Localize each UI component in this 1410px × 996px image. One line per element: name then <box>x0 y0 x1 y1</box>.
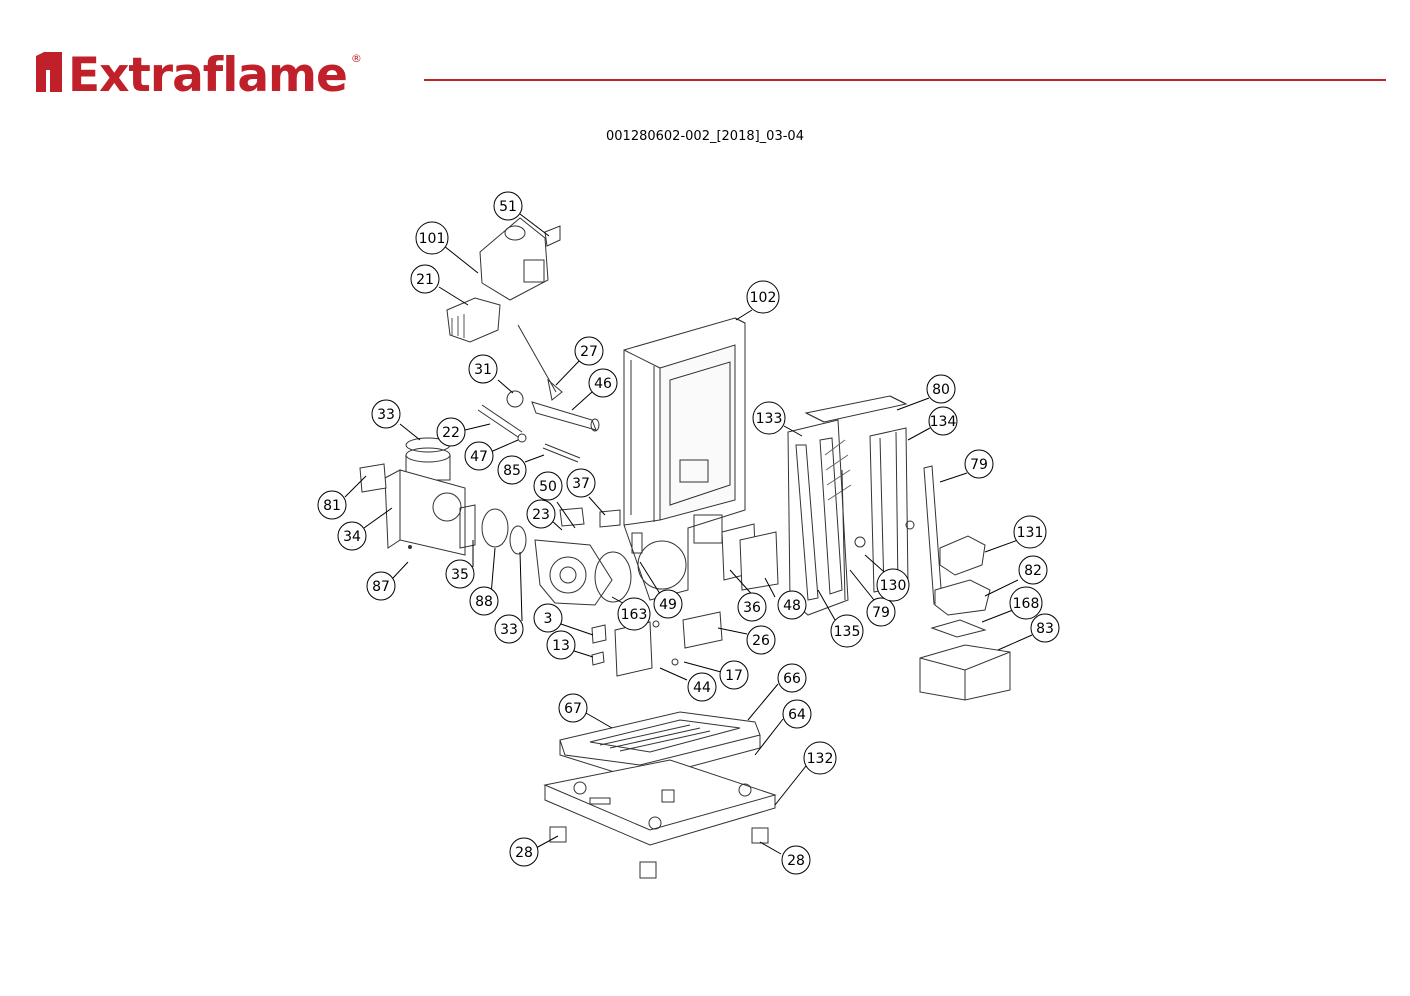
callout-133: 133 <box>756 411 783 427</box>
callout-37: 37 <box>572 476 590 492</box>
callout-79-bottom: 79 <box>872 605 890 621</box>
callout-168: 168 <box>1013 596 1040 612</box>
extraflame-logo: Extraflame ® <box>34 50 362 102</box>
callout-102: 102 <box>750 290 777 306</box>
inspection-panels-part <box>721 523 779 591</box>
callout-34: 34 <box>343 529 361 545</box>
callout-82: 82 <box>1024 563 1042 579</box>
callout-88: 88 <box>475 594 493 610</box>
callout-163: 163 <box>621 607 648 623</box>
callout-134: 134 <box>930 414 957 430</box>
registered-mark: ® <box>350 52 362 65</box>
callout-23: 23 <box>532 507 550 523</box>
callout-130: 130 <box>880 578 907 594</box>
ash-drawer-part <box>919 535 1011 701</box>
feeder-motor-part <box>446 217 561 343</box>
feet-part <box>549 789 769 879</box>
electronics-part <box>591 611 723 677</box>
combustion-fan-part <box>534 507 632 606</box>
callout-50: 50 <box>539 479 557 495</box>
parts-drawing <box>359 217 1011 879</box>
callout-48: 48 <box>783 598 801 614</box>
callout-64: 64 <box>788 707 806 723</box>
header-rule <box>424 79 1386 81</box>
callout-83: 83 <box>1036 621 1054 637</box>
callout-36: 36 <box>743 600 761 616</box>
header: Extraflame ® <box>0 0 1410 120</box>
callout-79-top: 79 <box>970 457 988 473</box>
fan-housing-part <box>359 437 527 556</box>
callout-135: 135 <box>834 624 861 640</box>
callout-17: 17 <box>725 668 743 684</box>
callout-26: 26 <box>752 633 770 649</box>
side-panel-right-part <box>854 427 915 593</box>
brand-name: Extraflame <box>68 48 348 103</box>
auger-rods-part <box>477 324 600 463</box>
callout-33-bottom: 33 <box>500 622 518 638</box>
callout-80: 80 <box>932 382 950 398</box>
callout-47: 47 <box>470 449 488 465</box>
base-plate-part <box>543 759 777 846</box>
callout-131: 131 <box>1017 525 1044 541</box>
callout-28-left: 28 <box>515 845 533 861</box>
callout-27: 27 <box>580 344 598 360</box>
callout-35: 35 <box>451 567 469 583</box>
callout-13: 13 <box>552 638 570 654</box>
callout-46: 46 <box>594 376 612 392</box>
callout-67: 67 <box>564 701 582 717</box>
callout-28-right: 28 <box>787 853 805 869</box>
main-body-part <box>623 317 746 601</box>
callout-87: 87 <box>372 579 390 595</box>
part-callouts: 51 101 21 102 27 31 46 33 22 47 85 80 13… <box>317 191 1060 875</box>
callout-51: 51 <box>499 199 517 215</box>
callout-66: 66 <box>783 671 801 687</box>
callout-22: 22 <box>442 425 460 441</box>
document-code: 001280602-002_[2018]_03-04 <box>606 129 804 144</box>
top-plate-part <box>804 395 908 423</box>
side-panel-left-part <box>787 419 852 616</box>
flame-logo-icon <box>36 52 62 92</box>
vertical-strip-part <box>923 465 943 605</box>
callout-33-top: 33 <box>377 407 395 423</box>
callout-81: 81 <box>323 498 341 514</box>
callout-21: 21 <box>416 272 434 288</box>
callout-132: 132 <box>807 751 834 767</box>
callout-44: 44 <box>693 680 711 696</box>
callout-101: 101 <box>419 231 446 247</box>
callout-3: 3 <box>544 611 553 627</box>
callout-31: 31 <box>474 362 492 378</box>
callout-85: 85 <box>503 463 521 479</box>
callout-49: 49 <box>659 597 677 613</box>
